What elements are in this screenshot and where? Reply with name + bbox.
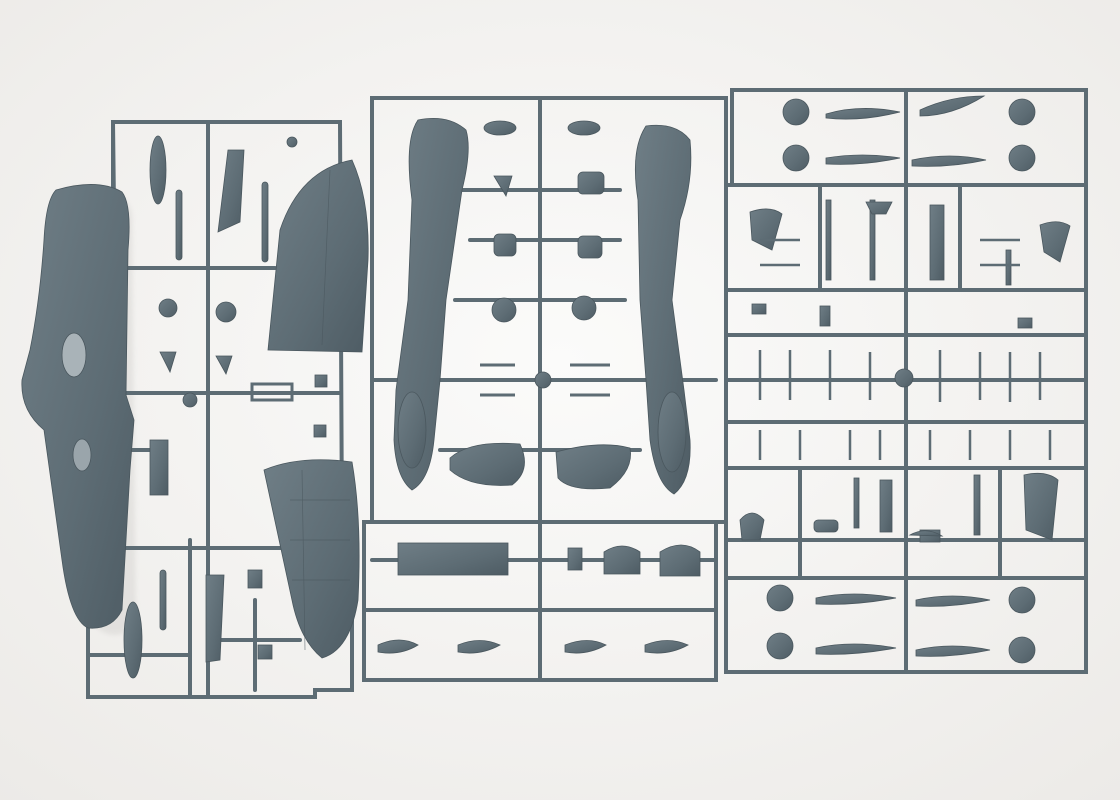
intake-2 bbox=[577, 235, 603, 259]
cowl-flap-1 bbox=[493, 175, 513, 197]
bracket-r4 bbox=[813, 519, 839, 533]
aileron-4 bbox=[644, 640, 689, 654]
oil-cooler bbox=[865, 201, 893, 215]
bracket-part-2 bbox=[313, 424, 327, 438]
gear-door-4 bbox=[739, 512, 765, 541]
tailplane-lower bbox=[263, 459, 360, 659]
spinner-part-2 bbox=[215, 301, 237, 323]
intake-1 bbox=[493, 233, 517, 257]
exhaust-left bbox=[397, 391, 427, 469]
wheel-7 bbox=[1008, 586, 1036, 614]
wheel-5 bbox=[766, 584, 794, 612]
cross-part-1 bbox=[159, 351, 177, 374]
leg-2 bbox=[869, 199, 876, 281]
knob-part bbox=[286, 136, 298, 148]
elevator-left bbox=[449, 442, 525, 486]
gear-door-3 bbox=[1023, 472, 1059, 541]
wing-gear-bay bbox=[61, 332, 87, 378]
prop-blade-6 bbox=[915, 595, 991, 607]
seat-part bbox=[149, 439, 169, 496]
bracket-part-1 bbox=[314, 374, 328, 388]
leg-3 bbox=[929, 204, 945, 281]
bracket-part-3 bbox=[247, 569, 263, 589]
sprue-right-parts bbox=[739, 95, 1071, 664]
radiator-part bbox=[250, 382, 294, 402]
wheel-6 bbox=[766, 632, 794, 660]
bomb-right bbox=[567, 120, 601, 136]
hub-part bbox=[182, 392, 198, 408]
wing-gear-bay-2 bbox=[72, 438, 92, 472]
bracket-r1 bbox=[751, 303, 767, 315]
gear-cover-1 bbox=[491, 297, 517, 323]
elevator-right bbox=[555, 444, 631, 490]
prop-blade-3 bbox=[825, 154, 901, 165]
sprue-left bbox=[21, 120, 369, 699]
leg-7 bbox=[879, 479, 893, 533]
prop-blade-4 bbox=[911, 155, 987, 167]
sprue-right bbox=[724, 88, 1088, 674]
cross-part-2 bbox=[215, 355, 233, 375]
flap-lower bbox=[205, 574, 225, 663]
tailplane-upper bbox=[267, 159, 369, 353]
aileron-2 bbox=[457, 640, 501, 654]
prop-blade-2 bbox=[919, 95, 986, 117]
drop-tank-lower bbox=[123, 601, 143, 679]
small-panel bbox=[567, 547, 583, 571]
leg-1 bbox=[825, 199, 832, 281]
wheel-8 bbox=[1008, 636, 1036, 664]
aileron-3 bbox=[564, 640, 607, 654]
sprue-center bbox=[362, 96, 728, 682]
tail-wheel bbox=[908, 530, 944, 537]
prop-blade-1 bbox=[825, 108, 901, 120]
exhaust-right bbox=[657, 391, 687, 473]
sprue-right-frame bbox=[724, 88, 1088, 674]
wheel-4 bbox=[1008, 144, 1036, 172]
bracket-part-4 bbox=[257, 644, 273, 660]
prop-blade-7 bbox=[815, 643, 897, 655]
wheel-2 bbox=[782, 144, 810, 172]
sprue-left-parts bbox=[21, 135, 369, 679]
leg-6 bbox=[853, 477, 860, 529]
leg-4 bbox=[1005, 249, 1012, 286]
prop-blade-5 bbox=[815, 593, 897, 605]
drop-tank-upper bbox=[149, 135, 167, 205]
canopy-frame-2 bbox=[659, 544, 701, 577]
strut-1 bbox=[175, 189, 183, 261]
canopy-frame-1 bbox=[603, 545, 641, 575]
strut-2 bbox=[261, 181, 269, 263]
sprue-center-parts bbox=[377, 117, 701, 654]
aileron-1 bbox=[377, 639, 419, 654]
spinner-part-1 bbox=[158, 298, 178, 318]
wing-half-left bbox=[21, 184, 135, 629]
bracket-r3 bbox=[1017, 317, 1033, 329]
cowl-flap-2 bbox=[577, 171, 605, 195]
bomb-left bbox=[483, 120, 517, 136]
leg-5 bbox=[973, 474, 981, 536]
hub-r1 bbox=[894, 368, 914, 388]
bracket-r2 bbox=[819, 305, 831, 327]
wheel-1 bbox=[782, 98, 810, 126]
prop-blade-8 bbox=[915, 645, 991, 657]
center-hub bbox=[534, 371, 552, 389]
instrument-panel bbox=[397, 542, 509, 576]
gear-cover-2 bbox=[571, 295, 597, 321]
flap-upper bbox=[217, 149, 245, 233]
strut-3 bbox=[159, 569, 167, 631]
wheel-3 bbox=[1008, 98, 1036, 126]
gear-door-2 bbox=[1039, 221, 1071, 263]
